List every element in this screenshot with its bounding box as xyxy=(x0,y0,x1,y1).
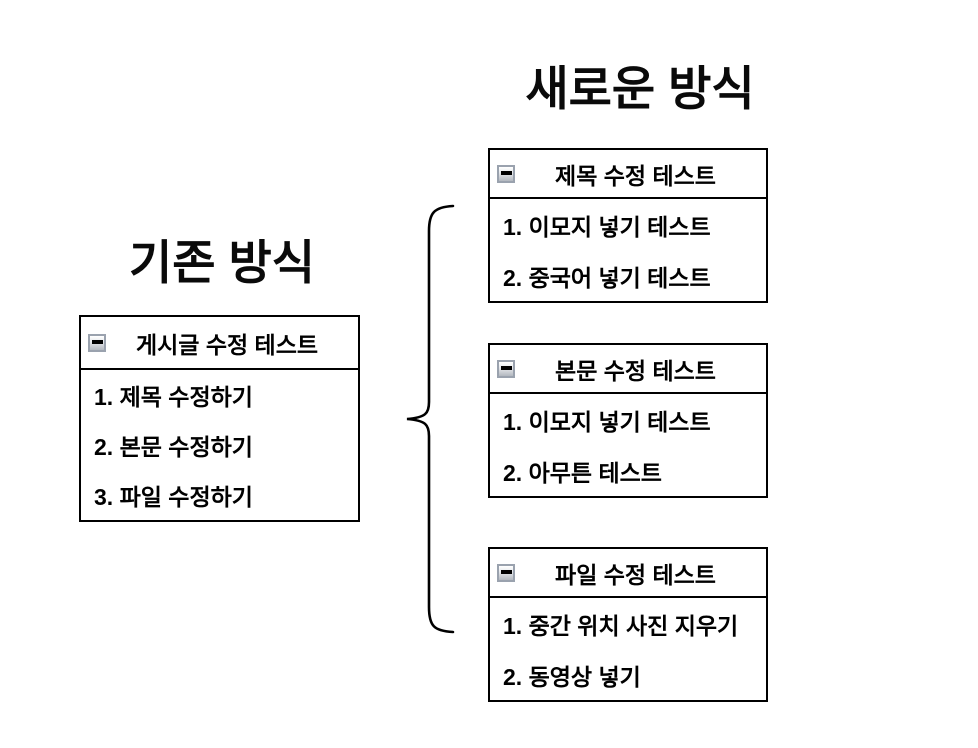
minus-icon xyxy=(500,170,512,175)
node-file-edit-header-label: 파일 수정 테스트 xyxy=(555,561,716,588)
list-item: 1. 이모지 넣기 테스트 xyxy=(503,213,711,240)
list-item: 2. 본문 수정하기 xyxy=(94,434,253,460)
list-item: 3. 파일 수정하기 xyxy=(94,484,253,510)
node-old-header: 게시글 수정 테스트 xyxy=(81,317,358,370)
collapse-toggle-button[interactable] xyxy=(497,563,515,582)
collapse-toggle-button[interactable] xyxy=(88,333,106,352)
node-body-edit-body: 1. 이모지 넣기 테스트 2. 아무튼 테스트 xyxy=(490,394,766,496)
new-method-title: 새로운 방식 xyxy=(525,62,755,115)
node-title-edit-test: 제목 수정 테스트 1. 이모지 넣기 테스트 2. 중국어 넣기 테스트 xyxy=(488,148,768,303)
node-file-edit-test: 파일 수정 테스트 1. 중간 위치 사진 지우기 2. 동영상 넣기 xyxy=(488,547,768,702)
minus-icon xyxy=(500,365,512,370)
collapse-toggle-button[interactable] xyxy=(497,359,515,378)
collapse-toggle-button[interactable] xyxy=(497,164,515,183)
minus-icon xyxy=(500,569,512,574)
list-item: 2. 중국어 넣기 테스트 xyxy=(503,264,711,291)
node-title-edit-header-label: 제목 수정 테스트 xyxy=(555,162,716,189)
list-item: 2. 아무튼 테스트 xyxy=(503,459,662,486)
minus-icon xyxy=(91,339,103,344)
node-file-edit-header: 파일 수정 테스트 xyxy=(490,549,766,598)
node-old-body: 1. 제목 수정하기 2. 본문 수정하기 3. 파일 수정하기 xyxy=(81,370,358,520)
node-body-edit-header: 본문 수정 테스트 xyxy=(490,345,766,394)
old-method-title: 기존 방식 xyxy=(128,236,316,289)
node-old-method: 게시글 수정 테스트 1. 제목 수정하기 2. 본문 수정하기 3. 파일 수… xyxy=(79,315,360,522)
node-title-edit-header: 제목 수정 테스트 xyxy=(490,150,766,199)
node-old-header-label: 게시글 수정 테스트 xyxy=(135,331,319,358)
node-body-edit-header-label: 본문 수정 테스트 xyxy=(555,357,716,384)
list-item: 1. 제목 수정하기 xyxy=(94,384,253,410)
node-body-edit-test: 본문 수정 테스트 1. 이모지 넣기 테스트 2. 아무튼 테스트 xyxy=(488,343,768,498)
list-item: 1. 중간 위치 사진 지우기 xyxy=(503,612,739,639)
node-file-edit-body: 1. 중간 위치 사진 지우기 2. 동영상 넣기 xyxy=(490,598,766,700)
list-item: 2. 동영상 넣기 xyxy=(503,663,641,690)
node-title-edit-body: 1. 이모지 넣기 테스트 2. 중국어 넣기 테스트 xyxy=(490,199,766,301)
list-item: 1. 이모지 넣기 테스트 xyxy=(503,408,711,435)
